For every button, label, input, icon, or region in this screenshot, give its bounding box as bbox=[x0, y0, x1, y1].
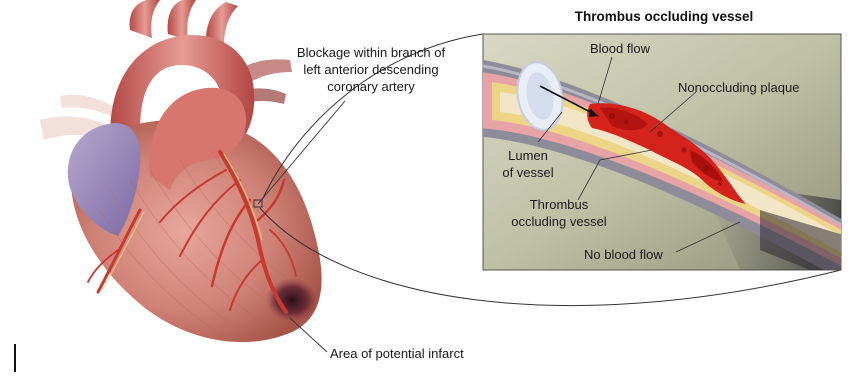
lumen-label-line-2: of vessel bbox=[494, 164, 562, 181]
lumen-label: Lumen of vessel bbox=[494, 147, 562, 181]
thrombus-label-line-1: Thrombus bbox=[498, 196, 620, 213]
nonoccluding-plaque-label: Nonoccluding plaque bbox=[678, 79, 799, 96]
lumen-label-line-1: Lumen bbox=[494, 147, 562, 164]
thrombus-label-line-2: occluding vessel bbox=[498, 213, 620, 230]
thrombus-label: Thrombus occluding vessel bbox=[498, 196, 620, 230]
no-blood-flow-label: No blood flow bbox=[584, 246, 663, 263]
infarct-label: Area of potential infarct bbox=[330, 345, 464, 362]
blockage-label-line-2: left anterior descending bbox=[276, 61, 466, 78]
blockage-label: Blockage within branch of left anterior … bbox=[276, 44, 466, 95]
blood-flow-label: Blood flow bbox=[590, 40, 650, 57]
blockage-label-line-1: Blockage within branch of bbox=[276, 44, 466, 61]
inset-title: Thrombus occluding vessel bbox=[486, 9, 842, 24]
blockage-label-line-3: coronary artery bbox=[276, 78, 466, 95]
edge-mark bbox=[14, 344, 16, 372]
